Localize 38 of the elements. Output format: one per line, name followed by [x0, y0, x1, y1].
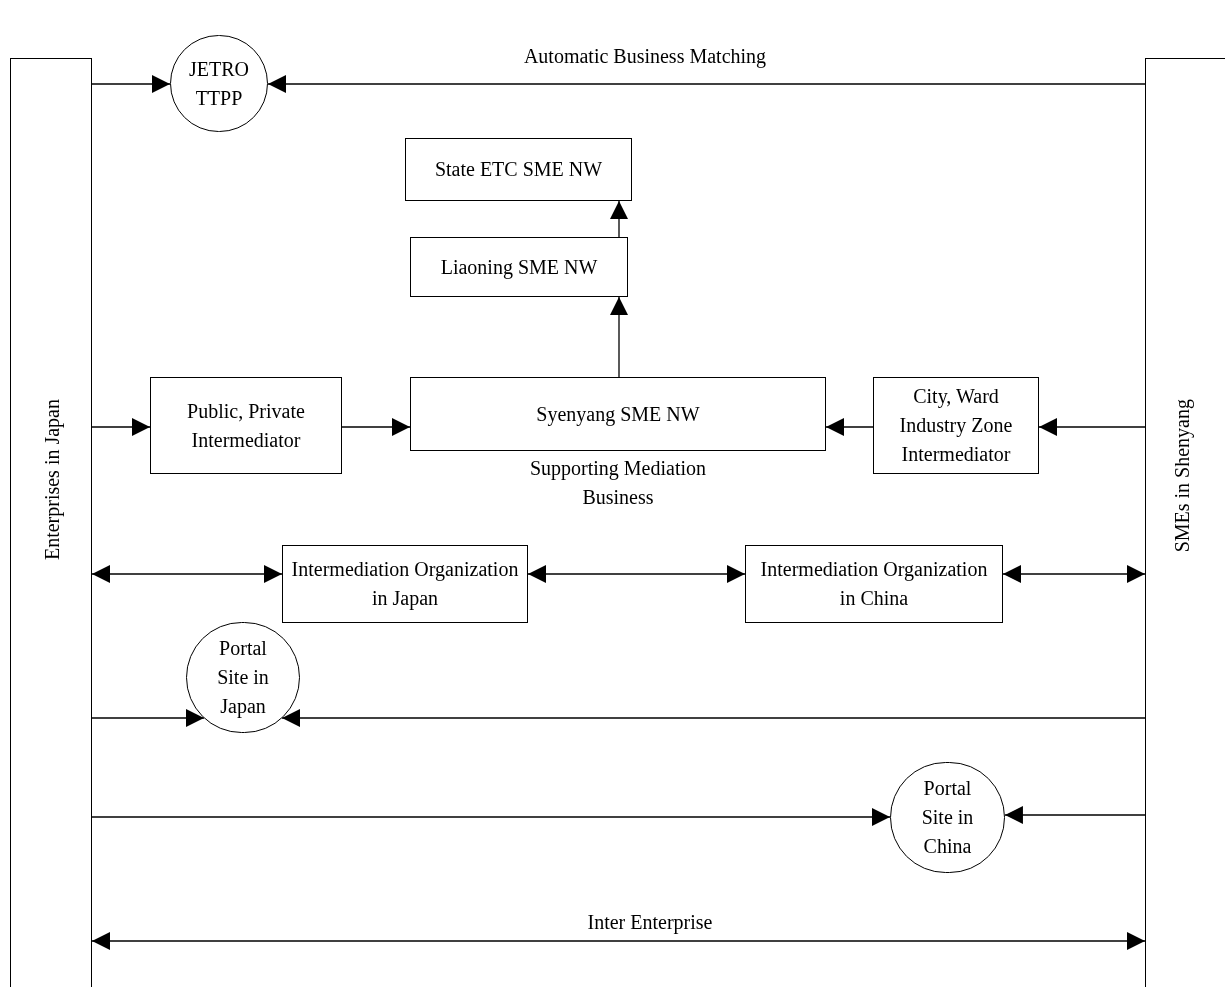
process-box [282, 545, 528, 623]
band-label: Enterprises in Japan [40, 399, 65, 561]
process-box [410, 377, 826, 451]
process-box [405, 138, 632, 201]
process-box [873, 377, 1039, 474]
arrow [527, 565, 746, 583]
side-band [1145, 58, 1225, 987]
arrow [610, 200, 628, 238]
arrow [610, 296, 628, 378]
node-label: Liaoning SME NW [440, 254, 598, 281]
process-box [410, 237, 628, 297]
arrow [91, 565, 283, 583]
arrow [1004, 806, 1146, 824]
node-label: JETRO TTPP [188, 56, 250, 111]
node-label: State ETC SME NW [434, 157, 603, 182]
arrow [1002, 565, 1146, 583]
process-box [150, 377, 342, 474]
arrow [91, 418, 151, 436]
node-label: Intermediation Organization in China [759, 557, 989, 611]
arrow [281, 709, 1146, 727]
node-label: Syenyang SME NW [536, 401, 700, 428]
arrow [91, 932, 1146, 950]
arrow [1038, 418, 1146, 436]
node-label: Portal Site in China [920, 776, 975, 859]
node-label: Public, Private Intermediator [186, 398, 306, 453]
band-label: SMEs in Shenyang [1170, 399, 1195, 553]
node-caption: Supporting Mediation Business [528, 456, 708, 510]
node-label: Portal Site in Japan [216, 636, 270, 720]
side-band [10, 58, 92, 987]
arrow [91, 709, 205, 727]
arrow [91, 75, 171, 93]
arrow [341, 418, 411, 436]
node-label: City, Ward Industry Zone Intermediator [898, 384, 1014, 467]
arrow [267, 75, 1146, 93]
arrow [825, 418, 874, 436]
process-box [745, 545, 1003, 623]
arrow [91, 808, 891, 826]
node-label: Intermediation Organization in Japan [290, 557, 520, 612]
